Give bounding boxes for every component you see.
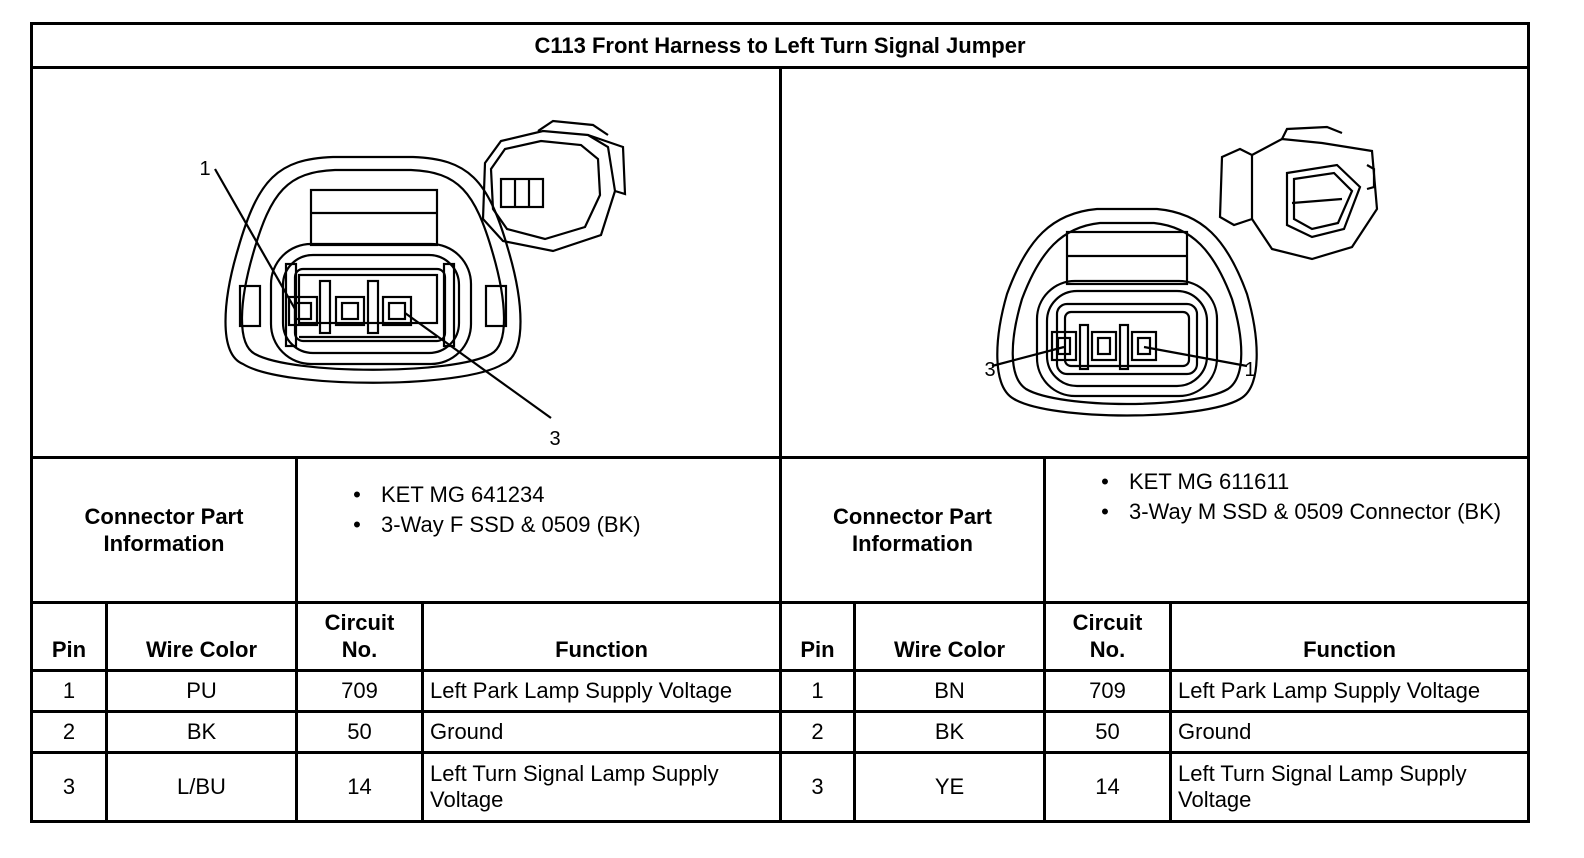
cell-wire-color: PU (186, 678, 217, 703)
divider (779, 66, 782, 820)
connector-part-label: Connector Part Information (84, 503, 244, 557)
divider (1169, 601, 1172, 820)
pin-label-1: 1 (199, 158, 210, 180)
bullet-icon: • (353, 482, 361, 507)
cell-function: Left Turn Signal Lamp Supply Voltage (430, 760, 719, 812)
cell-function: Ground (430, 718, 504, 744)
cell-wire-color: L/BU (177, 774, 226, 799)
header-circuit-no: Circuit No. (1072, 610, 1143, 662)
pin-label-1: 1 (1244, 359, 1255, 381)
header-wire-color: Wire Color (893, 636, 1006, 662)
list-item: • KET MG 641234 (333, 480, 773, 510)
part-info-list: • KET MG 611611 • 3-Way M SSD & 0509 Conne… (1081, 467, 1521, 526)
cell-pin: 2 (62, 719, 76, 744)
divider (295, 601, 298, 820)
cell-function: Left Turn Signal Lamp Supply Voltage (1178, 760, 1467, 812)
bullet-icon: • (353, 511, 361, 537)
divider (853, 601, 856, 820)
divider (105, 601, 108, 820)
cell-pin: 1 (62, 678, 76, 703)
pin-label-3: 3 (549, 428, 560, 450)
cell-pin: 1 (811, 678, 824, 703)
part-info-list: • KET MG 641234 • 3-Way F SSD & 0509 (BK) (333, 480, 773, 539)
cell-wire-color: BN (934, 678, 965, 703)
header-circuit-no: Circuit No. (324, 610, 395, 662)
cell-function: Left Park Lamp Supply Voltage (1178, 677, 1481, 703)
list-item: • 3-Way M SSD & 0509 Connector (BK) (1081, 497, 1521, 527)
header-function: Function (555, 636, 648, 662)
divider (421, 601, 424, 820)
header-pin: Pin (800, 636, 835, 662)
header-wire-color: Wire Color (145, 636, 258, 662)
cell-circuit: 50 (1095, 719, 1120, 744)
pin-label-3: 3 (984, 359, 995, 381)
divider (1043, 456, 1046, 604)
connector-part-label: Connector Part Information (833, 503, 992, 557)
cell-circuit: 50 (347, 719, 372, 744)
divider (1043, 601, 1046, 820)
cell-pin: 2 (811, 719, 824, 744)
page-title: C113 Front Harness to Left Turn Signal J… (534, 33, 1026, 58)
cell-function: Left Park Lamp Supply Voltage (430, 677, 733, 703)
cell-wire-color: YE (934, 774, 965, 799)
bullet-icon: • (1101, 469, 1109, 494)
cell-pin: 3 (811, 774, 824, 799)
cell-wire-color: BK (934, 719, 965, 744)
female-connector-face-diagram: 1 3 (199, 119, 627, 450)
part-number: KET MG 641234 (381, 482, 545, 507)
part-description: 3-Way M SSD & 0509 Connector (BK) (1129, 498, 1502, 524)
divider (295, 456, 298, 604)
connector-table: C113 Front Harness to Left Turn Signal J… (30, 22, 1530, 823)
list-item: • 3-Way F SSD & 0509 (BK) (333, 510, 773, 540)
cell-circuit: 14 (347, 774, 372, 799)
header-pin: Pin (51, 636, 87, 662)
cell-circuit: 709 (1089, 678, 1126, 703)
cell-pin: 3 (62, 774, 76, 799)
bullet-icon: • (1101, 498, 1109, 524)
list-item: • KET MG 611611 (1081, 467, 1521, 497)
cell-circuit: 14 (1095, 774, 1120, 799)
cell-circuit: 709 (341, 678, 378, 703)
cell-wire-color: BK (186, 719, 217, 744)
male-connector-face-diagram: 3 1 (984, 125, 1379, 417)
header-function: Function (1303, 636, 1396, 662)
cell-function: Ground (1178, 718, 1252, 744)
part-description: 3-Way F SSD & 0509 (BK) (381, 511, 641, 537)
part-number: KET MG 611611 (1129, 469, 1290, 494)
